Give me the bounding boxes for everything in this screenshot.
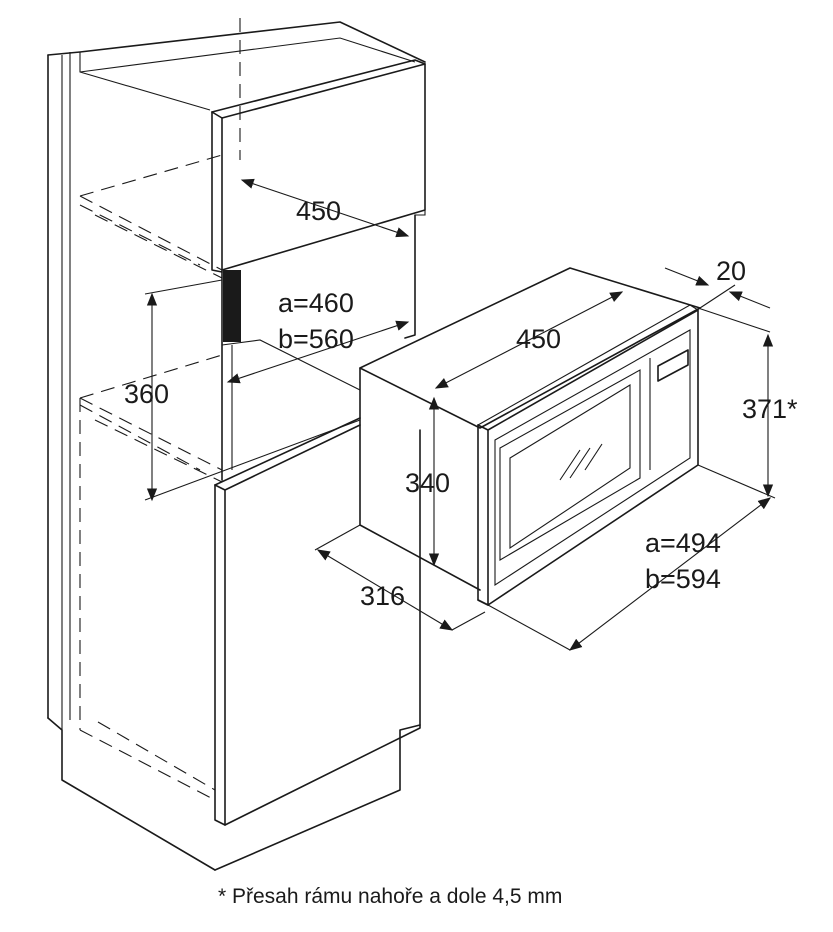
label-oven-depth: 316 xyxy=(360,581,405,611)
dimension-labels: 450 a=460 b=560 360 450 20 371* 340 316 … xyxy=(124,196,798,908)
dimension-lines xyxy=(144,178,776,651)
label-frame-height: 371* xyxy=(742,394,798,424)
hidden-lines xyxy=(79,18,241,801)
label-overall-depth-b: b=594 xyxy=(645,564,721,594)
label-niche-height: 360 xyxy=(124,379,169,409)
niche-side-strip xyxy=(223,270,241,342)
label-overall-depth-a: a=494 xyxy=(645,528,721,558)
label-oven-height: 340 xyxy=(405,468,450,498)
lower-door xyxy=(214,417,421,826)
tall-cabinet xyxy=(47,21,426,871)
label-frame-offset: 20 xyxy=(716,256,746,286)
upper-door xyxy=(211,59,426,273)
label-oven-width: 450 xyxy=(516,324,561,354)
footnote: * Přesah rámu nahoře a dole 4,5 mm xyxy=(218,885,562,908)
label-cabinet-depth-a: a=460 xyxy=(278,288,354,318)
label-cabinet-width: 450 xyxy=(296,196,341,226)
label-cabinet-depth-b: b=560 xyxy=(278,324,354,354)
